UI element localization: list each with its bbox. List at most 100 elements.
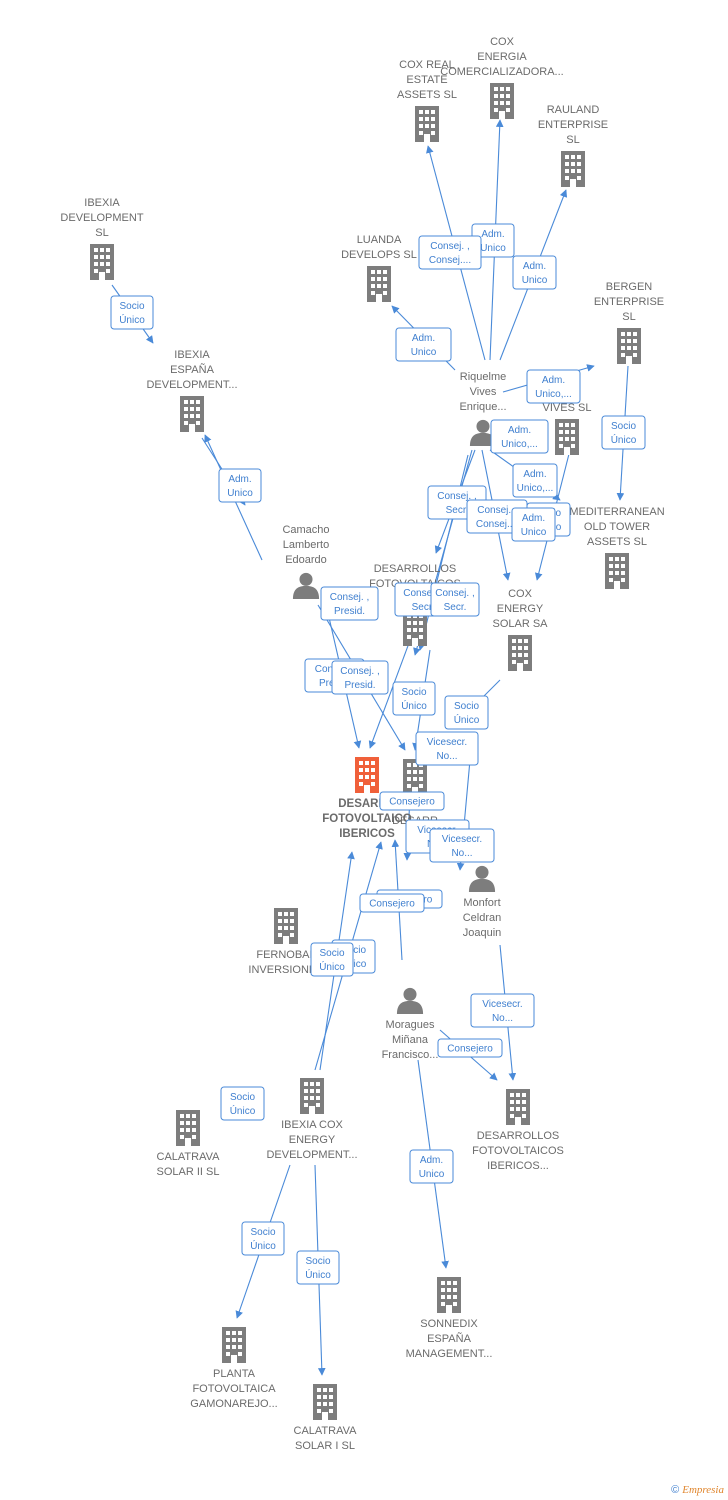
building-icon [222,1327,246,1363]
edge-label-box [418,235,482,270]
edges-layer [111,119,629,1376]
edge-role-label[interactable]: Adm.Unico,... [526,369,581,404]
node-label-line: OLD TOWER [584,521,650,533]
edge-label-text: Adm.Unico [521,513,547,538]
node-label-line: IBEXIA [174,349,210,361]
edge-role-label[interactable]: Adm.Unico,... [512,463,558,498]
node-label-line: SL [622,311,635,323]
edge-role-label[interactable]: Consej. ,Secr. [430,582,480,617]
edge-role-label[interactable]: Consej. ,Presid. [331,660,389,695]
edge-role-label[interactable]: Adm.Unico [511,507,556,542]
edge-label-box [601,415,646,450]
edge-role-label[interactable]: Adm.Unico [395,327,452,362]
node-label-line: DEVELOPS SL [341,249,417,261]
node-label-line: SOLAR I SL [295,1440,355,1452]
edge-role-label[interactable]: Adm.Unico,... [490,419,549,454]
edge-label-text: Consej. ,Secr. [437,491,476,516]
node-label-line: Vives [470,386,497,398]
edge-role-label[interactable]: Vicesecr.No... [429,828,495,863]
person-icon [468,865,496,892]
node-label-line: Riquelme [460,371,506,383]
edge-line [417,454,469,651]
edge-role-label[interactable]: Consej. ,Consej.... [418,235,482,270]
company-node-luanda[interactable]: LUANDA DEVELOPS SL [341,234,417,302]
building-icon [415,106,439,142]
copyright-symbol: © [671,1484,680,1496]
edge-role-label[interactable]: Consej. ,Presid. [320,586,379,621]
edge-role-label[interactable]: Consejero [379,791,445,811]
edge-label-box [437,1038,503,1058]
edge-role-label[interactable]: Consejero [437,1038,503,1058]
node-label-line: DESARROLLOS [374,563,457,575]
edge-label-box [526,369,581,404]
building-icon [176,1110,200,1146]
edge-label-box [511,507,556,542]
node-label-line: INVERSIONES [248,964,323,976]
edge-label-text: Consej. ,Secr. [403,588,442,613]
building-icon [90,244,114,280]
edge-role-label[interactable]: Adm.Unico [218,468,262,503]
edge-label-box [490,419,549,454]
node-label-line: Enrique... [459,401,506,413]
edge-label-box [296,1250,340,1285]
edge-role-label[interactable]: Vicesecr.No... [415,731,479,766]
person-icon [396,987,424,1014]
edge-label-box [379,791,445,811]
edge-label-box [429,828,495,863]
building-icon [274,908,298,944]
edge-role-label[interactable]: Adm.Unico [512,255,557,290]
edge-label-box [409,1149,454,1184]
node-label-line: LUANDA [357,234,402,246]
node-label-line: ENERGY [497,603,544,615]
edge-label-box [392,681,436,716]
node-label-line: ENERGY [289,1134,336,1146]
building-icon [355,757,379,793]
edge-role-label[interactable]: Adm.Unico [409,1149,454,1184]
node-label-line: IBERICOS [339,828,395,840]
node-label-line: FOTOVOLTAICA [192,1383,276,1395]
node-label-line: DEVELOPMENT [60,212,143,224]
edge-label-box [415,731,479,766]
edge-label-text: Adm.Unico,... [501,425,538,450]
node-label-line: SOLAR II SL [157,1166,220,1178]
node-label-line: IBEXIA COX [281,1119,343,1131]
edge-role-label[interactable]: Vicesecr.No... [470,993,535,1028]
edge-role-label[interactable]: Consejero [359,893,425,913]
building-icon [508,635,532,671]
node-label-line: Francisco... [382,1049,439,1061]
edge-label-text: Consejero [369,899,415,910]
building-icon [300,1078,324,1114]
node-label-line: SOLAR SA [492,618,548,630]
